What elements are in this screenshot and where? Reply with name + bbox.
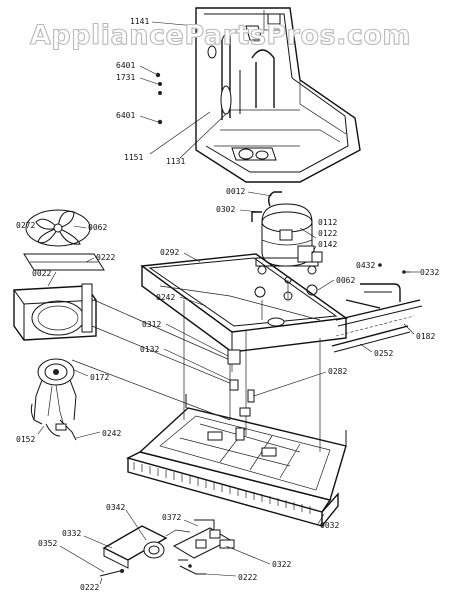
- compressor: [251, 191, 323, 301]
- label-0222-bottom-right: 0222: [238, 573, 257, 582]
- label-1141: 1141: [130, 17, 149, 26]
- label-0302: 0302: [216, 205, 235, 214]
- label-0172: 0172: [90, 373, 109, 382]
- label-0232: 0232: [420, 268, 439, 277]
- label-0062-right: 0062: [336, 276, 355, 285]
- part-number-labels: 1141 6401 1731 6401 1151 1131 0012 0302 …: [16, 17, 439, 592]
- label-0032: 0032: [320, 521, 339, 530]
- label-0432: 0432: [356, 261, 375, 270]
- label-0312: 0312: [142, 320, 161, 329]
- leader-lines: [37, 21, 420, 585]
- label-6401-bottom: 6401: [116, 111, 135, 120]
- label-6401-top: 6401: [116, 61, 135, 70]
- base-pan-louvers: [133, 462, 311, 514]
- label-0342: 0342: [106, 503, 125, 512]
- label-0062-left: 0062: [88, 223, 107, 232]
- label-0022: 0022: [32, 269, 51, 278]
- label-0272: 0272: [16, 221, 35, 230]
- start-components: [227, 349, 255, 417]
- label-0242-bottom: 0242: [102, 429, 121, 438]
- label-0372: 0372: [162, 513, 181, 522]
- label-0012: 0012: [226, 187, 245, 196]
- condenser-tube: [331, 263, 423, 353]
- label-0332: 0332: [62, 529, 81, 538]
- label-1731: 1731: [116, 73, 135, 82]
- label-0282: 0282: [328, 367, 347, 376]
- base-pan: [126, 394, 347, 527]
- label-0322: 0322: [272, 560, 291, 569]
- label-0222-left: 0222: [96, 253, 115, 262]
- label-0222-bottom-left: 0222: [80, 583, 99, 592]
- label-0142: 0142: [318, 240, 337, 249]
- label-0132: 0132: [140, 345, 159, 354]
- condenser-fan-assembly: [13, 209, 105, 441]
- label-0152: 0152: [16, 435, 35, 444]
- control-assembly: [99, 519, 235, 577]
- label-1131: 1131: [166, 157, 185, 166]
- label-1151: 1151: [124, 153, 143, 162]
- label-0122: 0122: [318, 229, 337, 238]
- label-0112: 0112: [318, 218, 337, 227]
- label-0182: 0182: [416, 332, 435, 341]
- label-0252: 0252: [374, 349, 393, 358]
- evaporator-section: [155, 7, 361, 183]
- label-0352: 0352: [38, 539, 57, 548]
- watermark-text: AppliancePartsPros.com: [30, 20, 411, 51]
- label-0292: 0292: [160, 248, 179, 257]
- label-0242-top: 0242: [156, 293, 175, 302]
